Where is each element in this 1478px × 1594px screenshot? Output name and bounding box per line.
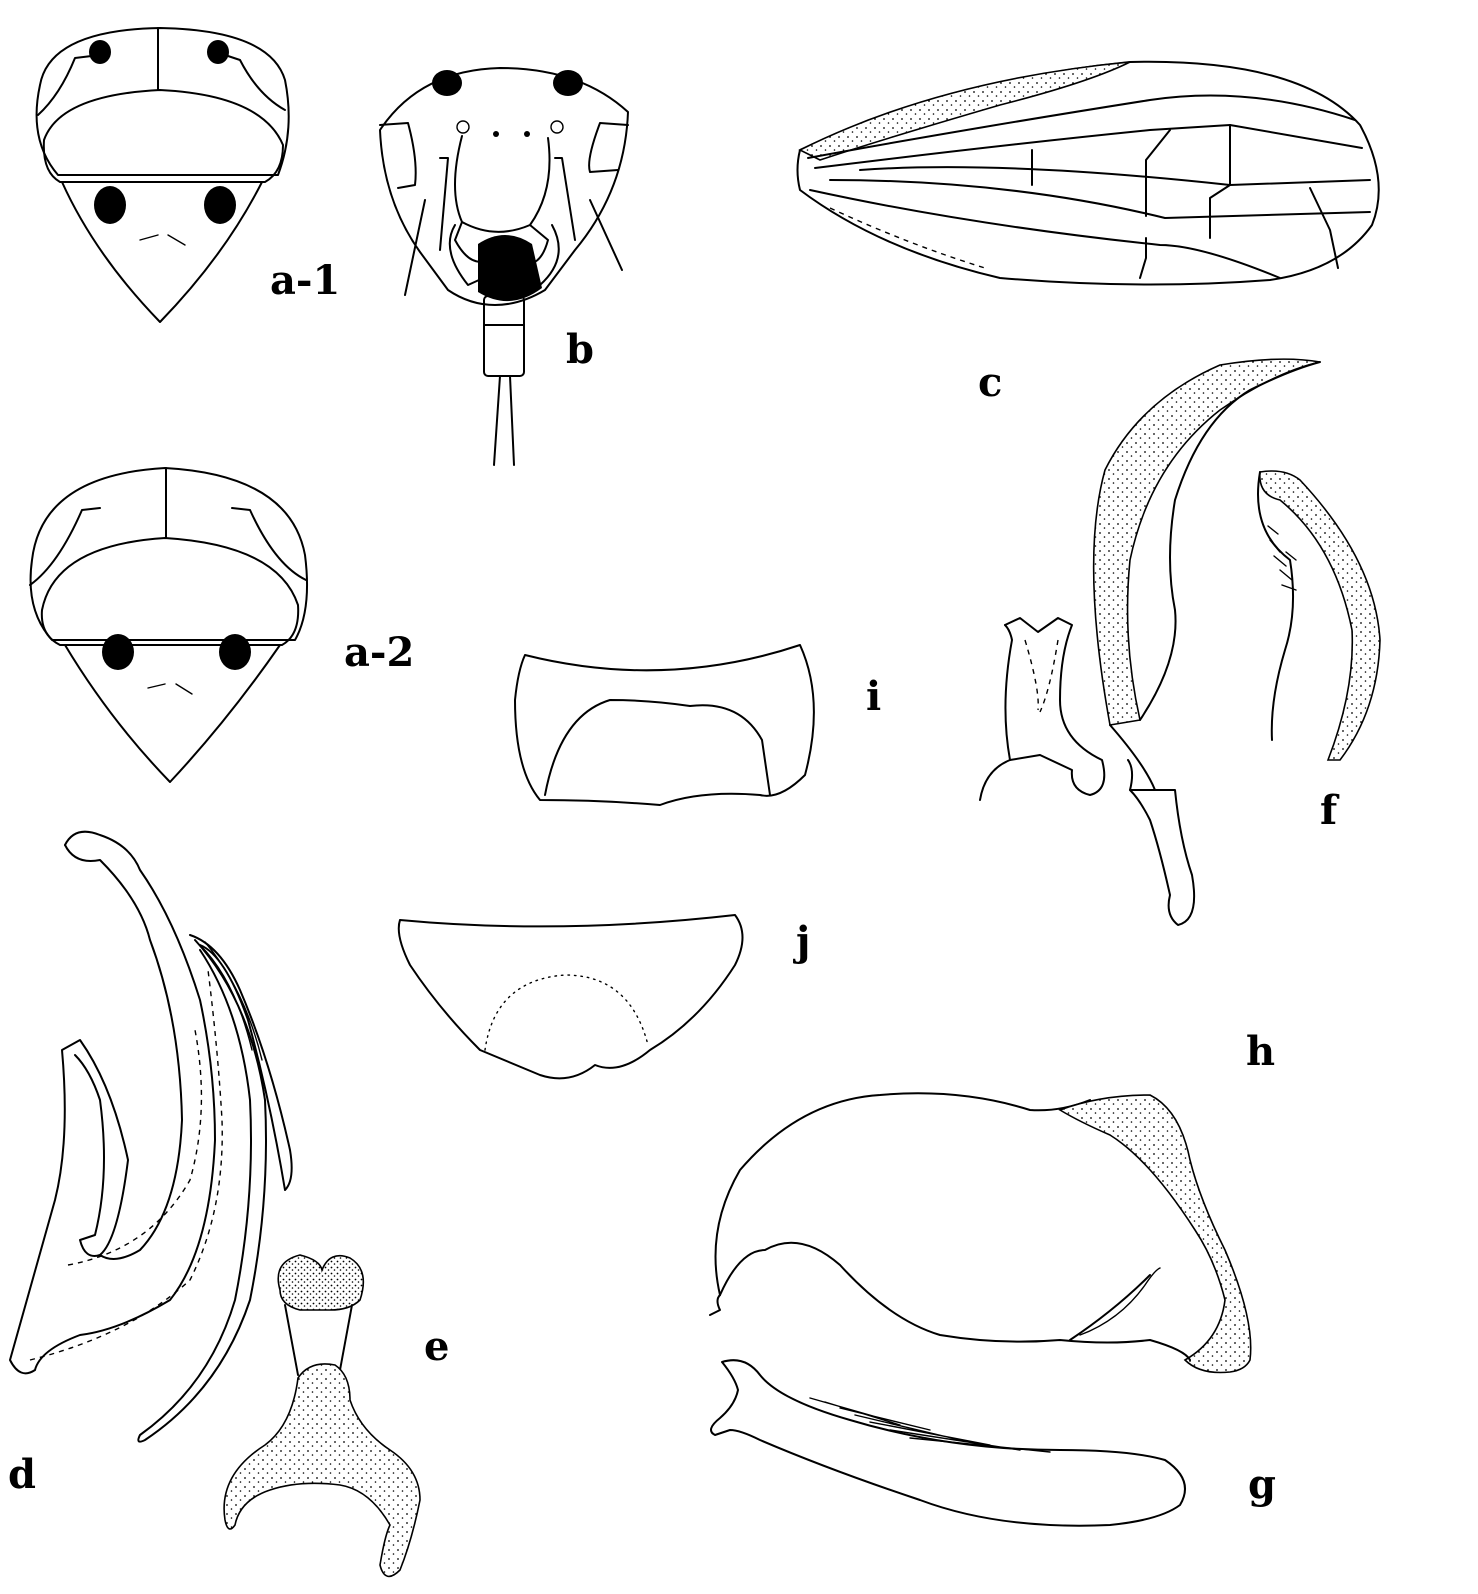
panel-label-e: e: [424, 1323, 449, 1370]
panel-label-b: b: [566, 326, 594, 373]
panel-label-a-2: a-2: [344, 629, 414, 676]
panel-label-j: j: [793, 918, 810, 965]
panel-j-plate: j: [397, 914, 810, 1080]
panel-label-d: d: [8, 1451, 36, 1498]
panel-d-aedeagus: d: [8, 830, 293, 1498]
panel-i-sternite: i: [514, 644, 881, 806]
panel-label-c: c: [978, 359, 1002, 406]
panel-label-g: g: [1248, 1461, 1276, 1508]
panel-label-f: f: [1320, 787, 1340, 834]
panel-label-h: h: [1246, 1028, 1275, 1075]
panel-label-i: i: [866, 673, 881, 720]
panel-label-a-1: a-1: [270, 257, 340, 304]
panel-e-connective: e: [223, 1254, 449, 1578]
panel-a-2-head-dorsal: a-2: [29, 467, 414, 783]
panel-b-face-frontal: b: [379, 67, 629, 466]
panel-a-1-head-dorsal: a-1: [35, 27, 340, 323]
panel-g-pygofer-lateral: g: [709, 1092, 1276, 1527]
panel-c-forewing: c: [796, 60, 1380, 406]
panel-f-genital-structures: f: [979, 358, 1381, 926]
